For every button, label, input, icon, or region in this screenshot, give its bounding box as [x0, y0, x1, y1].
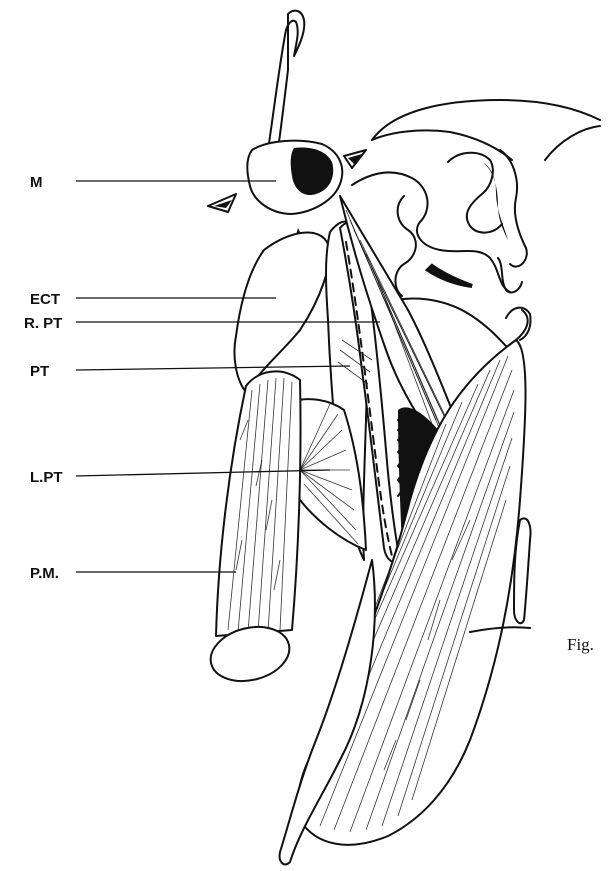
label-m: M	[30, 174, 43, 191]
condyle-region	[208, 11, 366, 256]
mandible-ramus	[280, 310, 528, 864]
label-r-pt: R. PT	[24, 315, 62, 332]
label-ect: ECT	[30, 291, 60, 308]
label-pt: PT	[30, 363, 49, 380]
label-l-pt: L.PT	[30, 469, 63, 486]
medial-muscle-column	[205, 371, 301, 688]
label-p-m: P.M.	[30, 565, 59, 582]
figure-caption: Fig.	[567, 635, 594, 654]
